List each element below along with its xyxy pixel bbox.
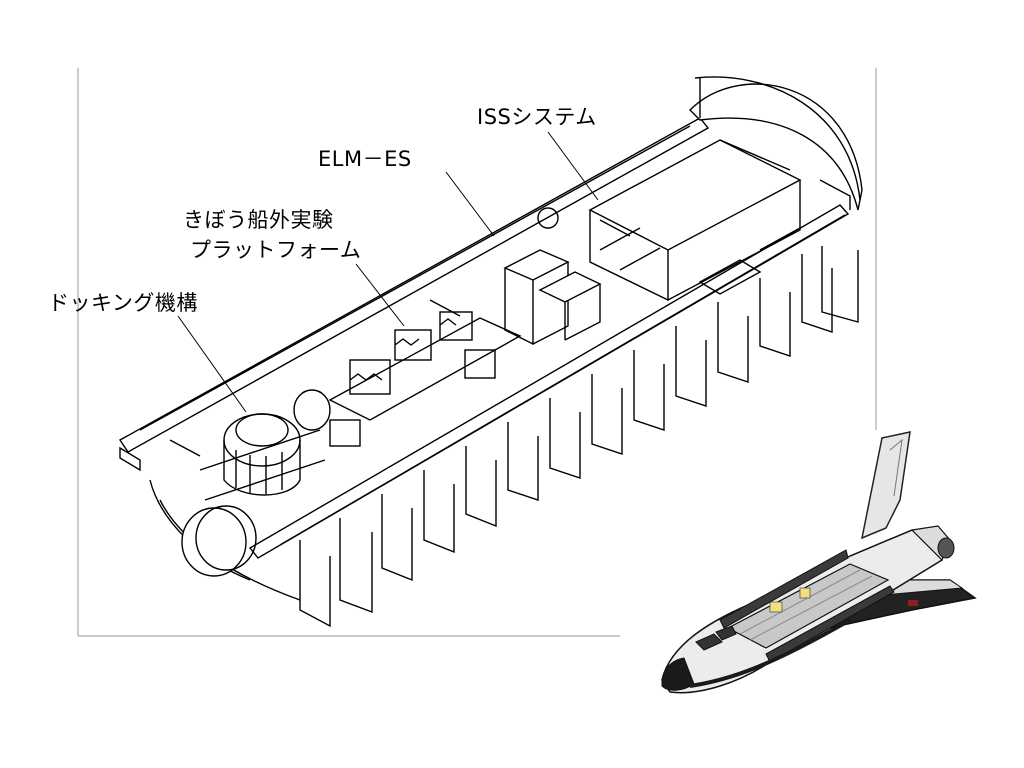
docking-mechanism-label: ドッキング機構: [48, 291, 198, 315]
cargo-bay-structure: [118, 76, 863, 628]
bay-ribs: [299, 246, 859, 628]
space-shuttle-image: [661, 431, 977, 694]
docking-mechanism-drawing: [199, 413, 326, 501]
leader-lines: [177, 131, 599, 413]
kibo-platform-drawing: [328, 311, 522, 447]
elm-es-label: ELM－ES: [318, 147, 412, 171]
drawing-frame: [77, 68, 877, 637]
kibo-platform-label-line1: きぼう船外実験: [183, 208, 334, 232]
kibo-platform-label-line2: プラットフォーム: [190, 238, 362, 262]
shuttle-payload-bay: [726, 563, 890, 649]
shuttle-cockpit-windows: [695, 633, 723, 651]
iss-system-drawing: [537, 139, 802, 302]
iss-system-label: ISSシステム: [477, 105, 597, 129]
elm-es-drawing: [503, 249, 602, 346]
shuttle-tail: [860, 431, 911, 540]
